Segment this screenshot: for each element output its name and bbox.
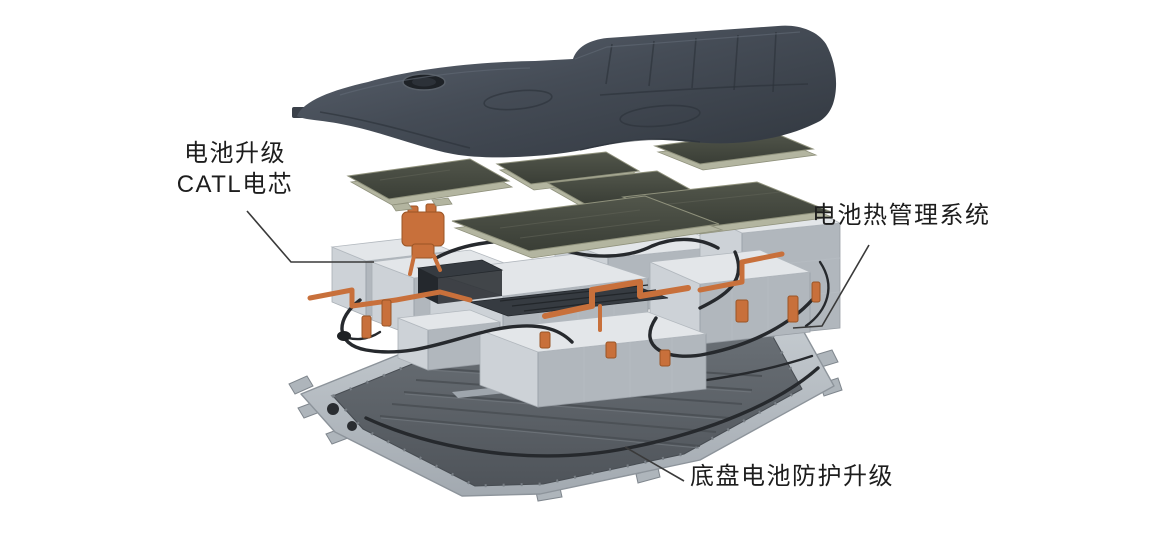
cooling-plate — [495, 151, 644, 191]
leader-line-chassis-protection — [624, 446, 685, 482]
label-thermal-management: 电池热管理系统 — [812, 202, 991, 229]
cooling-plate — [346, 158, 514, 212]
cooling-plate — [451, 195, 724, 259]
label-battery-upgrade-line1: 电池升级 — [184, 140, 286, 167]
wiring-harness — [307, 203, 821, 367]
top-cover — [292, 25, 837, 158]
cooling-plates — [346, 151, 834, 259]
label-chassis-protection: 底盘电池防护升级 — [690, 463, 894, 490]
cooling-plate — [546, 170, 698, 211]
label-battery-upgrade: 电池升级 CATL电芯 — [150, 138, 320, 200]
leader-line-thermal-management — [792, 244, 870, 329]
label-battery-upgrade-line2: CATL电芯 — [176, 171, 294, 198]
leader-line-battery-upgrade — [246, 210, 374, 263]
